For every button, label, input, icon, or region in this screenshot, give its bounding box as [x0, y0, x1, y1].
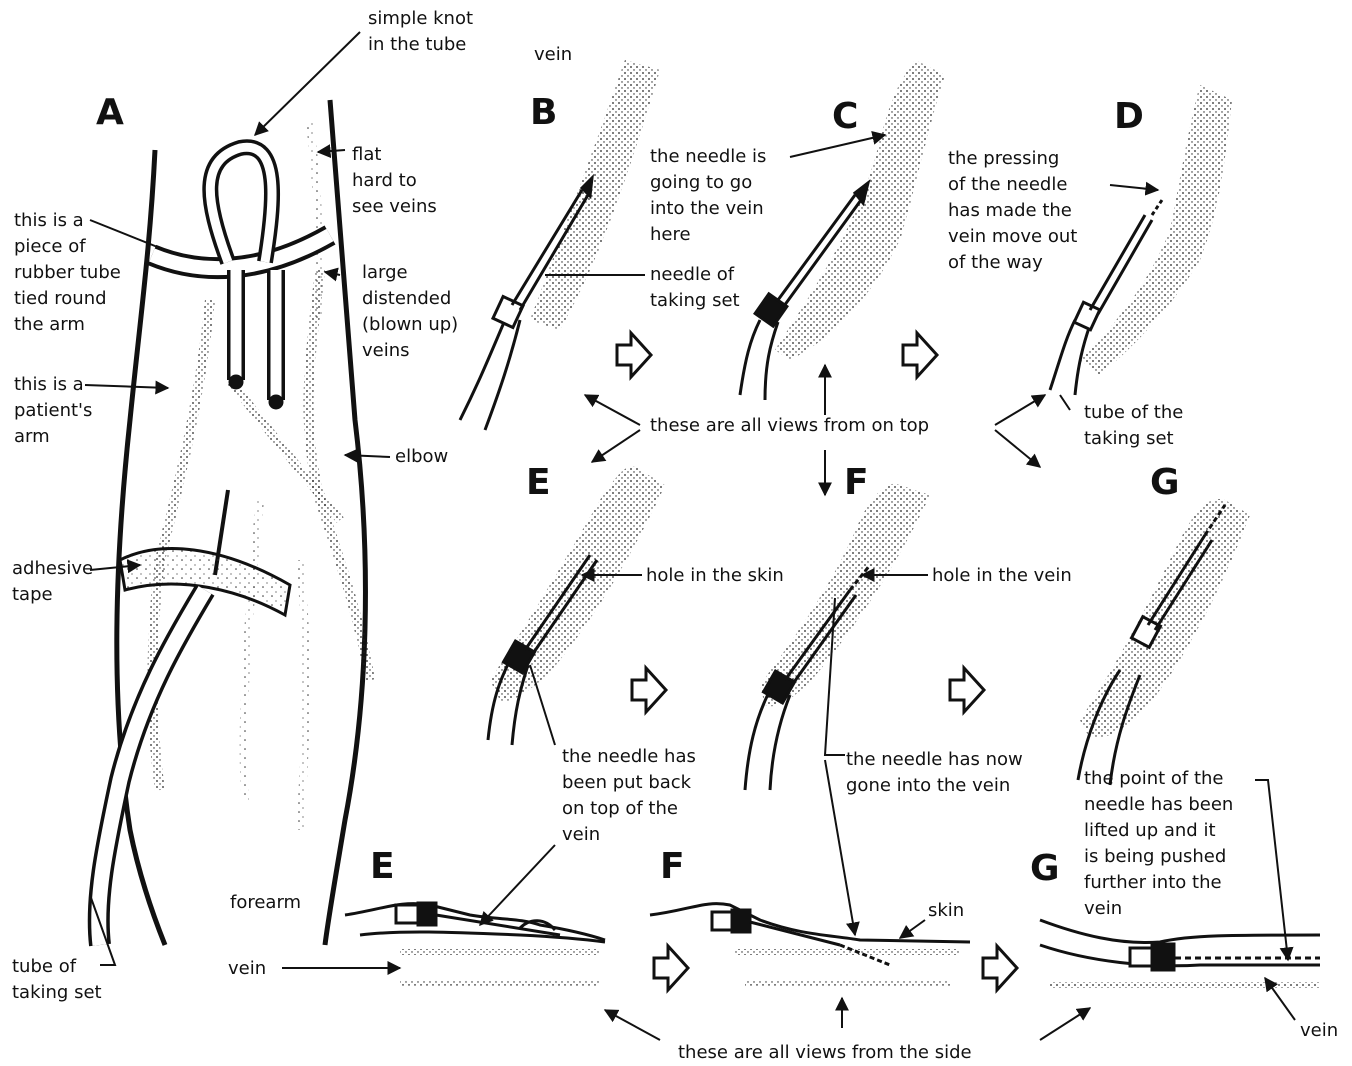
label-forearm: forearm: [230, 890, 301, 916]
label-needle-of-taking-set: needle of taking set: [650, 262, 740, 314]
label-vein-g: vein: [1300, 1018, 1338, 1044]
panel-letter-e-side: E: [370, 846, 395, 887]
label-skin: skin: [928, 898, 964, 924]
panel-letter-d: D: [1114, 96, 1144, 137]
label-vein-side: vein: [228, 956, 266, 982]
label-hole-skin: hole in the skin: [646, 563, 784, 589]
label-pressing-needle: the pressing of the needle has made the …: [948, 146, 1077, 276]
arm-drawing: [99, 100, 370, 945]
label-elbow: elbow: [395, 444, 448, 470]
label-point-lifted: the point of the needle has been lifted …: [1084, 766, 1233, 922]
label-needle-going: the needle is going to go into the vein …: [650, 144, 766, 248]
label-flat-veins: flat hard to see veins: [352, 142, 437, 220]
label-large-veins: large distended (blown up) veins: [362, 260, 458, 364]
panel-letter-e-top: E: [526, 462, 551, 503]
label-needle-put-back: the needle has been put back on top of t…: [562, 744, 696, 848]
label-needle-gone-in: the needle has now gone into the vein: [846, 747, 1023, 799]
panel-letter-c: C: [832, 96, 858, 137]
label-tube-of-taking-set-d: tube of the taking set: [1084, 400, 1183, 452]
label-rubber-tube: this is a piece of rubber tube tied roun…: [14, 208, 121, 338]
label-views-side: these are all views from the side: [678, 1040, 972, 1066]
label-vein-b: vein: [534, 42, 572, 68]
label-hole-vein: hole in the vein: [932, 563, 1072, 589]
label-adhesive-tape: adhesive tape: [12, 556, 93, 608]
label-simple-knot: simple knot in the tube: [368, 6, 473, 58]
panel-letter-b: B: [530, 92, 557, 133]
panel-letter-f-side: F: [660, 846, 685, 887]
panel-letter-g-side: G: [1030, 848, 1060, 889]
panel-letter-g-top: G: [1150, 462, 1180, 503]
label-patients-arm: this is a patient's arm: [14, 372, 92, 450]
panel-letter-a: A: [96, 92, 124, 133]
label-views-top: these are all views from on top: [650, 413, 929, 439]
label-tube-of-taking-set-a: tube of taking set: [12, 954, 102, 1006]
panel-letter-f-top: F: [844, 462, 869, 503]
